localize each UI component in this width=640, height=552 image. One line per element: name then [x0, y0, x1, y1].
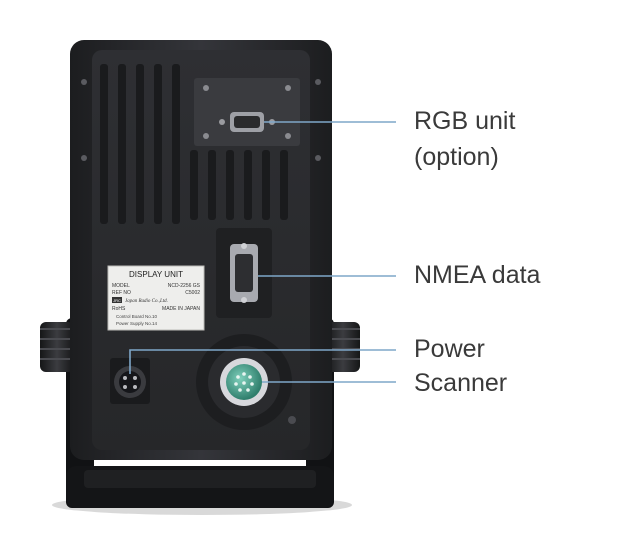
callout-rgb-option: (option) — [414, 143, 499, 171]
leader-lines — [129, 121, 396, 383]
nmea-data-port — [216, 228, 272, 318]
rgb-unit-port — [194, 78, 300, 146]
plate-model-label: MODEL — [112, 283, 130, 289]
screw-icon — [288, 416, 296, 424]
callout-nmea-data: NMEA data — [414, 261, 541, 289]
callout-scanner: Scanner — [414, 369, 508, 397]
callout-power: Power — [414, 335, 485, 363]
plate-model-value: NCD-2256 GS — [168, 283, 201, 289]
plate-maker-badge: JRC — [113, 298, 121, 303]
plate-ref-label: REF NO — [112, 290, 131, 296]
plate-rohs: RoHS — [112, 306, 126, 312]
heat-sink-fins — [100, 64, 288, 224]
plate-maker-name: Japan Radio Co.,Ltd. — [125, 299, 168, 304]
plate-ref-value: C5002 — [185, 290, 200, 296]
power-port — [110, 358, 150, 404]
scanner-port — [196, 334, 292, 430]
plate-title: DISPLAY UNIT — [129, 270, 183, 279]
plate-made-in: MADE IN JAPAN — [162, 306, 200, 312]
screw-icon — [315, 79, 321, 85]
screw-icon — [81, 155, 87, 161]
leader-line-power — [129, 349, 396, 374]
screw-icon — [81, 79, 87, 85]
plate-power-supply: Power Supply No.14 — [116, 321, 158, 326]
screw-icon — [315, 155, 321, 161]
callout-rgb-unit: RGB unit — [414, 107, 516, 135]
plate-control-board: Control Board No.10 — [116, 314, 158, 319]
left-bracket-knob — [40, 322, 74, 372]
nameplate: DISPLAY UNIT MODEL NCD-2256 GS REF NO C5… — [107, 265, 205, 331]
right-bracket-knob — [326, 322, 360, 372]
